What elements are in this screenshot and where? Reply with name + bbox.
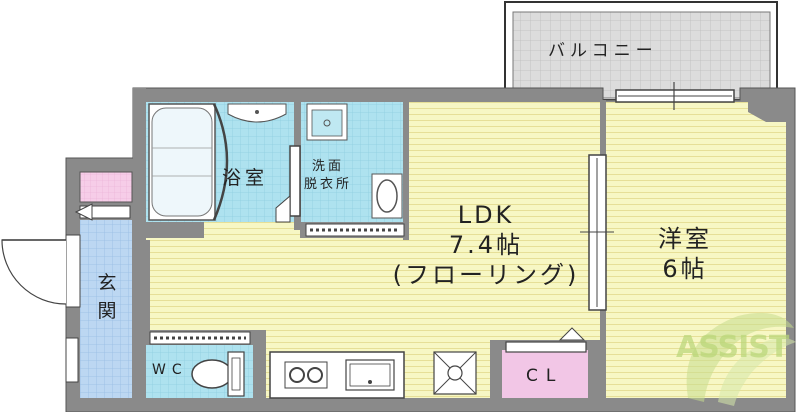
- closet-floor: [500, 350, 588, 398]
- entrance-step: [74, 203, 131, 221]
- balcony-window: [615, 82, 735, 110]
- ldk-label: LDK 7.4帖 (フローリング): [392, 201, 580, 289]
- washing-machine: [371, 173, 403, 219]
- refrigerator-space: [433, 351, 477, 395]
- assist-logo-text: ASSIST: [676, 330, 789, 365]
- sliding-door-western: [580, 154, 614, 311]
- wash-basin: [306, 103, 348, 141]
- assist-logo: [686, 312, 796, 406]
- washroom-door: [275, 145, 301, 223]
- western-room-label: 洋室 6帖: [658, 225, 712, 283]
- closet-label: CL: [526, 366, 564, 386]
- wc-shelf: [149, 331, 251, 345]
- bath-label: 浴室: [222, 167, 269, 189]
- entrance-floor: [80, 220, 132, 398]
- toilet: [191, 351, 245, 397]
- entrance-label: 玄 関: [97, 272, 117, 322]
- wc-label: WC: [152, 362, 188, 378]
- entrance-door: [1, 234, 81, 308]
- bath-fixture: [227, 103, 287, 123]
- kitchen-counter: [269, 351, 405, 399]
- balcony-label: バルコニー: [548, 41, 658, 61]
- bathtub: [148, 103, 229, 221]
- shoe-box: [79, 171, 133, 203]
- washroom-label: 洗面 脱衣所: [304, 159, 353, 192]
- balcony: [504, 1, 778, 101]
- washroom-shelf: [305, 223, 405, 237]
- entrance-window: [65, 337, 79, 383]
- closet-door: [505, 327, 587, 353]
